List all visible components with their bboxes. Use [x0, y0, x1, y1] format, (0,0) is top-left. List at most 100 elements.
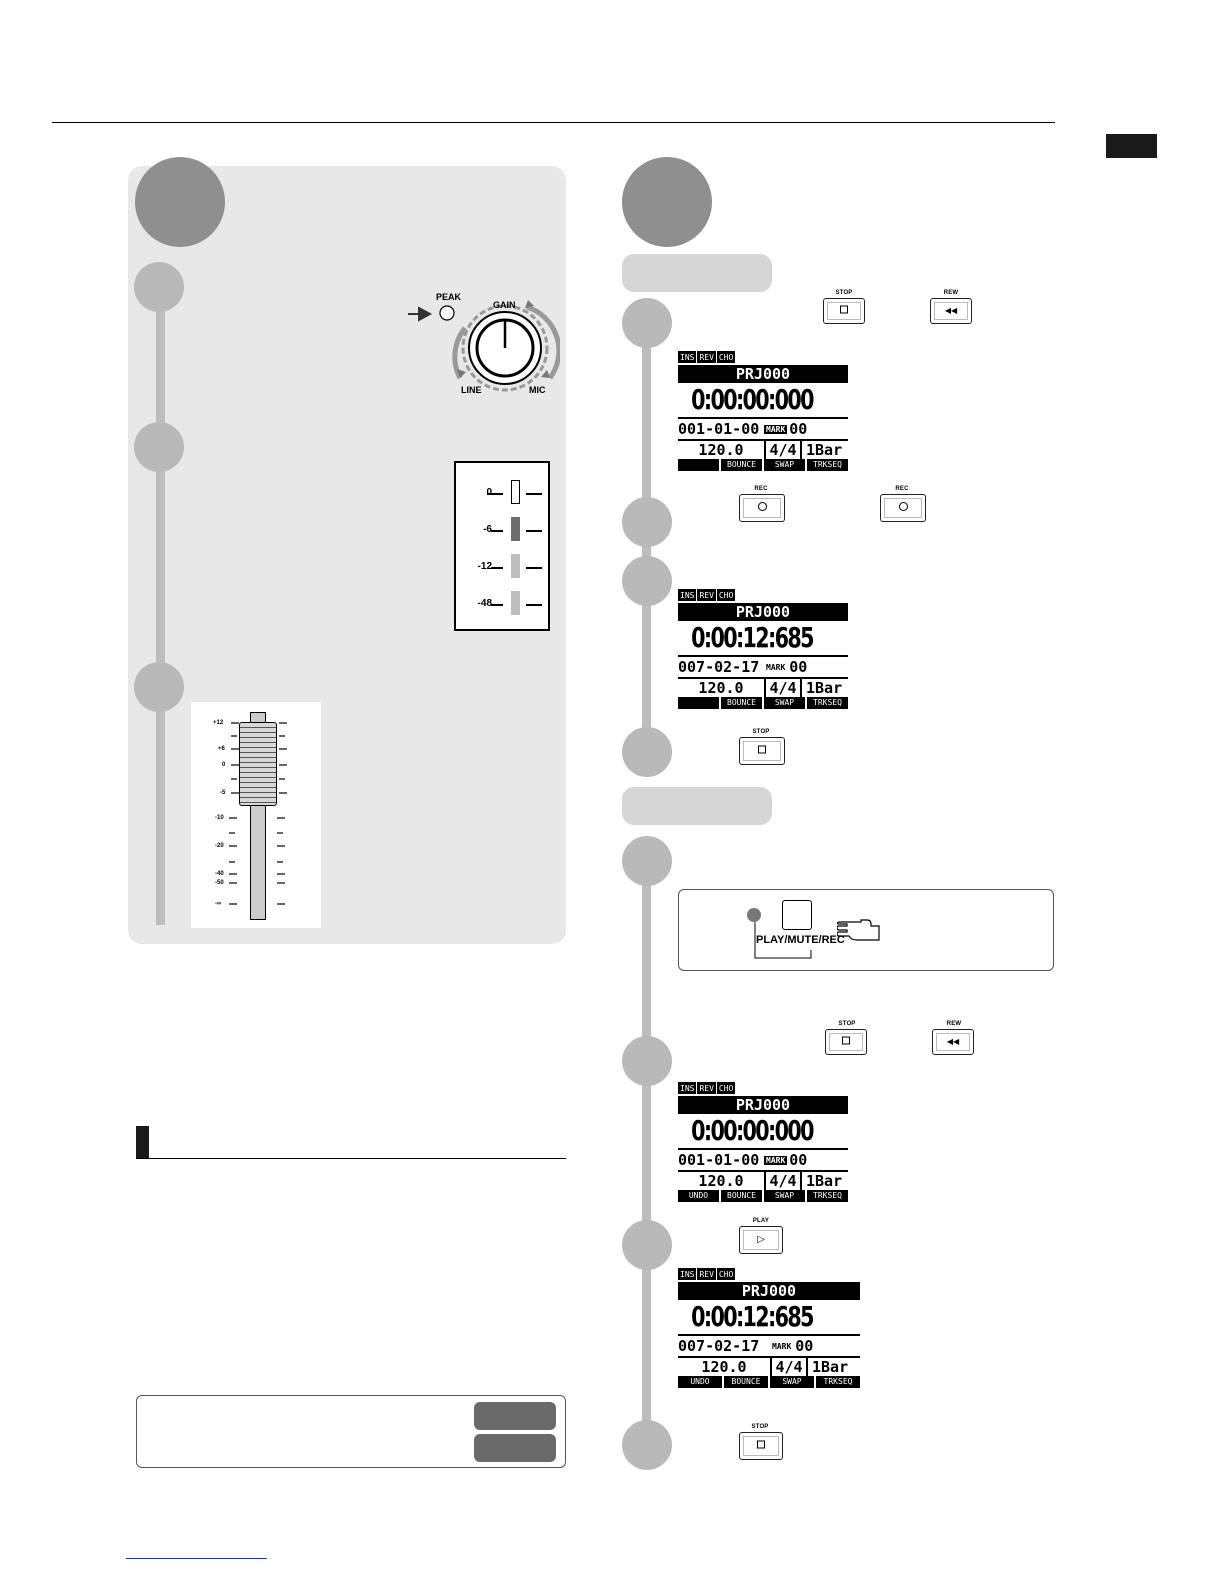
- stop-icon: [840, 305, 848, 314]
- section-number-circle-left: [135, 157, 225, 247]
- rew-button[interactable]: ◀◀: [930, 298, 972, 324]
- lcd-tag-ins: INS: [678, 589, 697, 601]
- lcd-time-counter: 0:00:12:685: [691, 1300, 814, 1333]
- stop-button-label: STOP: [835, 290, 853, 296]
- lcd-time-counter: 0:00:00:000: [691, 383, 814, 416]
- track-button-bracket: [754, 922, 812, 959]
- lcd-mark-label: MARK: [764, 1155, 788, 1165]
- reference-tab-1[interactable]: [474, 1402, 556, 1430]
- fader-scale-0: 0: [222, 762, 226, 768]
- step-circle-r3: [622, 556, 672, 606]
- lcd-softkey-2: BOUNCE: [721, 697, 762, 709]
- rec-button-label-2: REC: [895, 486, 909, 492]
- lcd-time-counter: 0:00:00:000: [691, 1114, 814, 1147]
- track-button[interactable]: [782, 900, 812, 930]
- lcd-bar: 1Bar: [806, 1172, 843, 1190]
- lcd-mark-value: 00: [795, 1337, 814, 1355]
- meter-level-0: 0: [462, 487, 492, 498]
- lcd-softkey-4: TRKSEQ: [807, 459, 848, 471]
- rew-button-label-2: REW: [946, 1021, 962, 1027]
- meter-segment-mid: [511, 554, 520, 578]
- lcd-signature: 4/4: [764, 441, 802, 459]
- section-heading-bar: [136, 1126, 149, 1158]
- rec-button-1[interactable]: [739, 494, 785, 522]
- lcd-mark-label: MARK: [772, 1341, 792, 1351]
- step-connector-right-2: [642, 872, 651, 1452]
- fader-scale-5: -5: [220, 790, 226, 796]
- gain-label: GAIN: [493, 300, 516, 310]
- lcd-project-name: PRJ000: [678, 603, 848, 621]
- stop-button-label-4: STOP: [751, 1424, 769, 1430]
- stop-button-2[interactable]: [739, 737, 785, 765]
- fader-scale-20: -20: [215, 843, 224, 849]
- lcd-tempo: 120.0: [698, 1172, 744, 1190]
- step-circle-r4: [622, 727, 672, 777]
- lcd-softkey-2: BOUNCE: [721, 1190, 762, 1202]
- step-circle-3: [134, 662, 184, 712]
- lcd-tempo: 120.0: [701, 1358, 747, 1376]
- track-button-label: PLAY/MUTE/REC: [756, 934, 845, 946]
- section-heading-rule: [136, 1158, 566, 1159]
- fader-knob[interactable]: [239, 722, 277, 806]
- lcd-tag-rev: REV: [697, 351, 716, 363]
- gain-knob-svg: [408, 300, 562, 392]
- lcd-display-3: INS REV CHO PRJ000 0:00:00:000 001-01-00…: [678, 1082, 850, 1202]
- step-connector-left: [156, 300, 165, 925]
- step-circle-1: [134, 262, 184, 312]
- fader-scale-40: -40: [215, 871, 224, 877]
- lcd-display-1: INS REV CHO PRJ000 0:00:00:000 001-01-00…: [678, 351, 850, 471]
- peak-led-icon: [439, 305, 455, 321]
- play-button-label: PLAY: [752, 1218, 770, 1224]
- rew-button-label: REW: [943, 290, 959, 296]
- lcd-signature: 4/4: [770, 1358, 808, 1376]
- level-meter: 0 -6 -12 -48: [454, 461, 550, 631]
- subsection-pill-1: [622, 254, 772, 292]
- fader-scale-50: -50: [215, 880, 224, 886]
- lcd-softkey-4: TRKSEQ: [816, 1376, 860, 1388]
- step-circle-r2: [622, 497, 672, 547]
- reference-tab-2[interactable]: [474, 1434, 556, 1462]
- rewind-icon: ◀◀: [946, 1037, 960, 1046]
- record-icon: [898, 502, 908, 511]
- meter-segment-clip: [511, 480, 520, 504]
- lcd-tag-rev: REV: [697, 1268, 716, 1280]
- lcd-softkey-1: UNDO: [678, 1190, 719, 1202]
- play-button[interactable]: ▷: [739, 1226, 783, 1254]
- step-circle-r1: [622, 298, 672, 348]
- lcd-tag-cho: CHO: [716, 1082, 736, 1094]
- lcd-position: 001-01-00: [678, 420, 760, 438]
- lcd-softkey-3: SWAP: [764, 459, 805, 471]
- rec-button-2[interactable]: [880, 494, 926, 522]
- section-number-circle-right: [622, 157, 712, 247]
- lcd-signature: 4/4: [764, 1172, 802, 1190]
- lcd-mark-label: MARK: [764, 424, 788, 434]
- stop-button-label-2: STOP: [752, 729, 770, 735]
- meter-level-48: -48: [477, 598, 492, 609]
- lcd-tag-rev: REV: [697, 589, 716, 601]
- stop-button-3[interactable]: [825, 1029, 867, 1055]
- rewind-icon: ◀◀: [944, 306, 958, 315]
- lcd-softkey-2: BOUNCE: [724, 1376, 768, 1388]
- lcd-softkey-1: [678, 459, 719, 471]
- lcd-tag-cho: CHO: [716, 351, 736, 363]
- step-circle-r5: [622, 836, 672, 886]
- lcd-softkey-3: SWAP: [764, 697, 805, 709]
- lcd-tag-cho: CHO: [716, 589, 736, 601]
- lcd-tag-rev: REV: [697, 1082, 716, 1094]
- lcd-signature: 4/4: [764, 679, 802, 697]
- stop-button[interactable]: [823, 298, 865, 324]
- fader-scale-10: -10: [215, 815, 224, 821]
- footer-link-underline[interactable]: [126, 1558, 267, 1559]
- lcd-project-name: PRJ000: [678, 365, 848, 383]
- lcd-softkey-4: TRKSEQ: [807, 1190, 848, 1202]
- subsection-pill-2: [622, 787, 772, 825]
- step-circle-r7: [622, 1220, 672, 1270]
- stop-button-4[interactable]: [739, 1432, 783, 1460]
- pointing-hand-icon: [837, 919, 880, 941]
- fader-illustration: +12 +6 0 -5 -10 -20 -40 -50 -∞: [191, 702, 321, 928]
- meter-segment-high: [511, 517, 520, 541]
- stop-icon: [758, 745, 766, 754]
- reference-box: [136, 1395, 566, 1468]
- lcd-display-4: INS REV CHO PRJ000 0:00:12:685 007-02-17…: [678, 1268, 862, 1388]
- rew-button-2[interactable]: ◀◀: [932, 1029, 974, 1055]
